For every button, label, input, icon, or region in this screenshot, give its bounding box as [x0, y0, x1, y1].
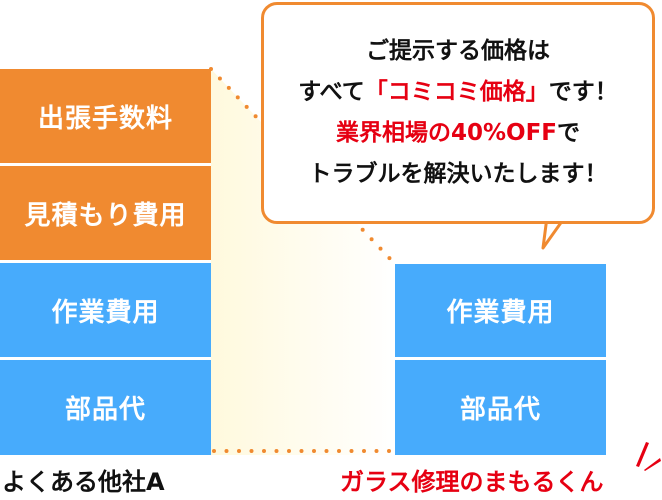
emphasis-marks-icon	[636, 442, 661, 471]
bar-label: 見積もり費用	[24, 200, 187, 231]
bar-estimate-fee: 見積もり費用	[0, 166, 211, 260]
bar-travel-fee: 出張手数料	[0, 69, 211, 163]
bar-labor-fee: 作業費用	[0, 263, 211, 357]
bubble-line-2: すべて「コミコミ価格」です！	[298, 79, 618, 105]
bubble-tail-join	[549, 217, 563, 221]
bar-labor-fee: 作業費用	[395, 264, 606, 357]
speech-bubble: ご提示する価格は すべて「コミコミ価格」です！ 業界相場の40%OFFで トラブ…	[261, 2, 655, 224]
bubble-line-1: ご提示する価格は	[366, 38, 550, 64]
bar-label: 出張手数料	[37, 103, 173, 134]
our-company-label: ガラス修理のまもるくん	[340, 468, 604, 496]
competitor-label: よくある他社A	[2, 468, 165, 496]
bar-label: 作業費用	[446, 298, 555, 328]
bubble-line-3: 業界相場の40%OFFで	[335, 120, 581, 146]
bar-label: 部品代	[459, 395, 541, 425]
bar-parts-fee: 部品代	[395, 360, 606, 455]
bar-label: 部品代	[64, 395, 146, 425]
bar-label: 作業費用	[51, 297, 160, 328]
bubble-line-4: トラブルを解決いたします！	[308, 161, 608, 187]
bar-parts-fee: 部品代	[0, 360, 211, 455]
